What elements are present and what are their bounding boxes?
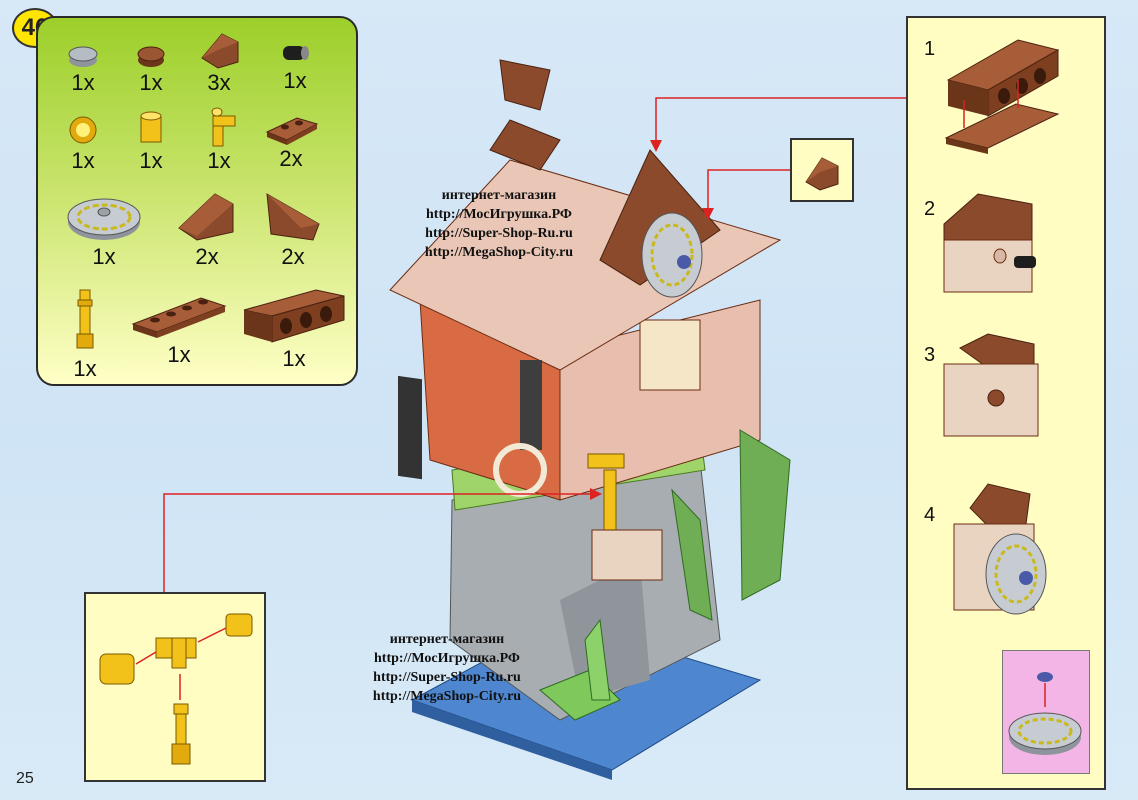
part-cylinder-gold: 1x [116,108,186,174]
part-qty: 1x [73,356,97,381]
part-flat-round-gray: 1x [48,40,118,96]
part-round-gold: 1x [48,112,118,174]
telescope-assembly-icon [99,613,253,765]
telescope-gold-icon [76,289,94,349]
part-wedge-right-brown: 2x [258,188,328,270]
callout-slope [790,138,854,202]
part-pin-black: 1x [260,38,330,94]
sub-assembly-steps [943,39,1060,615]
cylinder-gold-icon [140,111,162,143]
part-qty: 2x [279,146,303,171]
round-gold-icon [69,116,97,144]
part-plate-1x2-brown: 2x [256,110,326,172]
part-qty: 1x [139,70,163,95]
watermark-bottom: интернет-магазин http://МосИгрушка.РФ ht… [352,630,542,706]
part-qty: 1x [71,70,95,95]
watermark-line: http://МосИгрушка.РФ [374,651,520,666]
part-slope-brown: 3x [184,28,254,96]
part-qty: 1x [71,148,95,173]
watermark-line: http://Super-Shop-Ru.ru [425,226,573,241]
watermark-line: http://MegaShop-City.ru [424,245,574,260]
part-technic-brick-brown: 1x [238,286,350,372]
watermark-top: интернет-магазин http://МосИгрушка.РФ ht… [404,186,594,262]
part-round-plate-brown: 1x [116,40,186,96]
substep-number: 1 [924,38,936,60]
round-plate-brown-icon [137,46,165,67]
part-qty: 3x [207,70,231,95]
part-qty: 2x [195,244,219,269]
plate-1x2-brown-icon [265,117,319,145]
round-plate-decor-icon [67,198,141,240]
part-qty: 1x [283,68,307,93]
wedge-left-brown-icon [178,193,234,241]
part-round-plate-decor: 1x [54,190,154,270]
watermark-line: интернет-магазин [389,632,505,647]
part-qty: 1x [92,244,116,269]
parts-list-panel: 1x 1x 3x 1x 1x 1x [36,16,358,386]
part-qty: 1x [167,342,191,367]
part-plate-1x4-brown: 1x [126,292,232,368]
round-plate-decor-icon [1008,672,1082,755]
pin-black-icon [283,46,309,60]
slope-brown-icon [805,157,839,191]
sub-assembly-panel: 1 2 3 4 [906,16,1106,790]
flat-round-gray-icon [68,46,98,67]
substep-number: 3 [924,344,936,366]
watermark-line: интернет-магазин [441,188,557,203]
part-wedge-left-brown: 2x [172,188,242,270]
part-qty: 2x [281,244,305,269]
part-t-joint-gold: 1x [184,104,254,174]
pink-callout [1002,650,1090,774]
part-qty: 1x [207,148,231,173]
t-joint-gold-icon [211,107,236,147]
part-qty: 1x [282,346,306,371]
part-qty: 1x [139,148,163,173]
page-number: 25 [16,770,34,787]
watermark-line: http://MegaShop-City.ru [372,689,522,704]
plate-1x4-brown-icon [131,297,227,338]
watermark-line: http://Super-Shop-Ru.ru [373,670,521,685]
watermark-line: http://МосИгрушка.РФ [426,207,572,222]
substep-number: 2 [924,198,936,220]
technic-brick-brown-icon [243,289,345,343]
wedge-right-brown-icon [266,193,320,241]
slope-brown-icon [201,33,239,69]
substep-number: 4 [924,504,936,526]
callout-telescope-assembly [84,592,266,782]
part-telescope-gold: 1x [50,286,120,382]
